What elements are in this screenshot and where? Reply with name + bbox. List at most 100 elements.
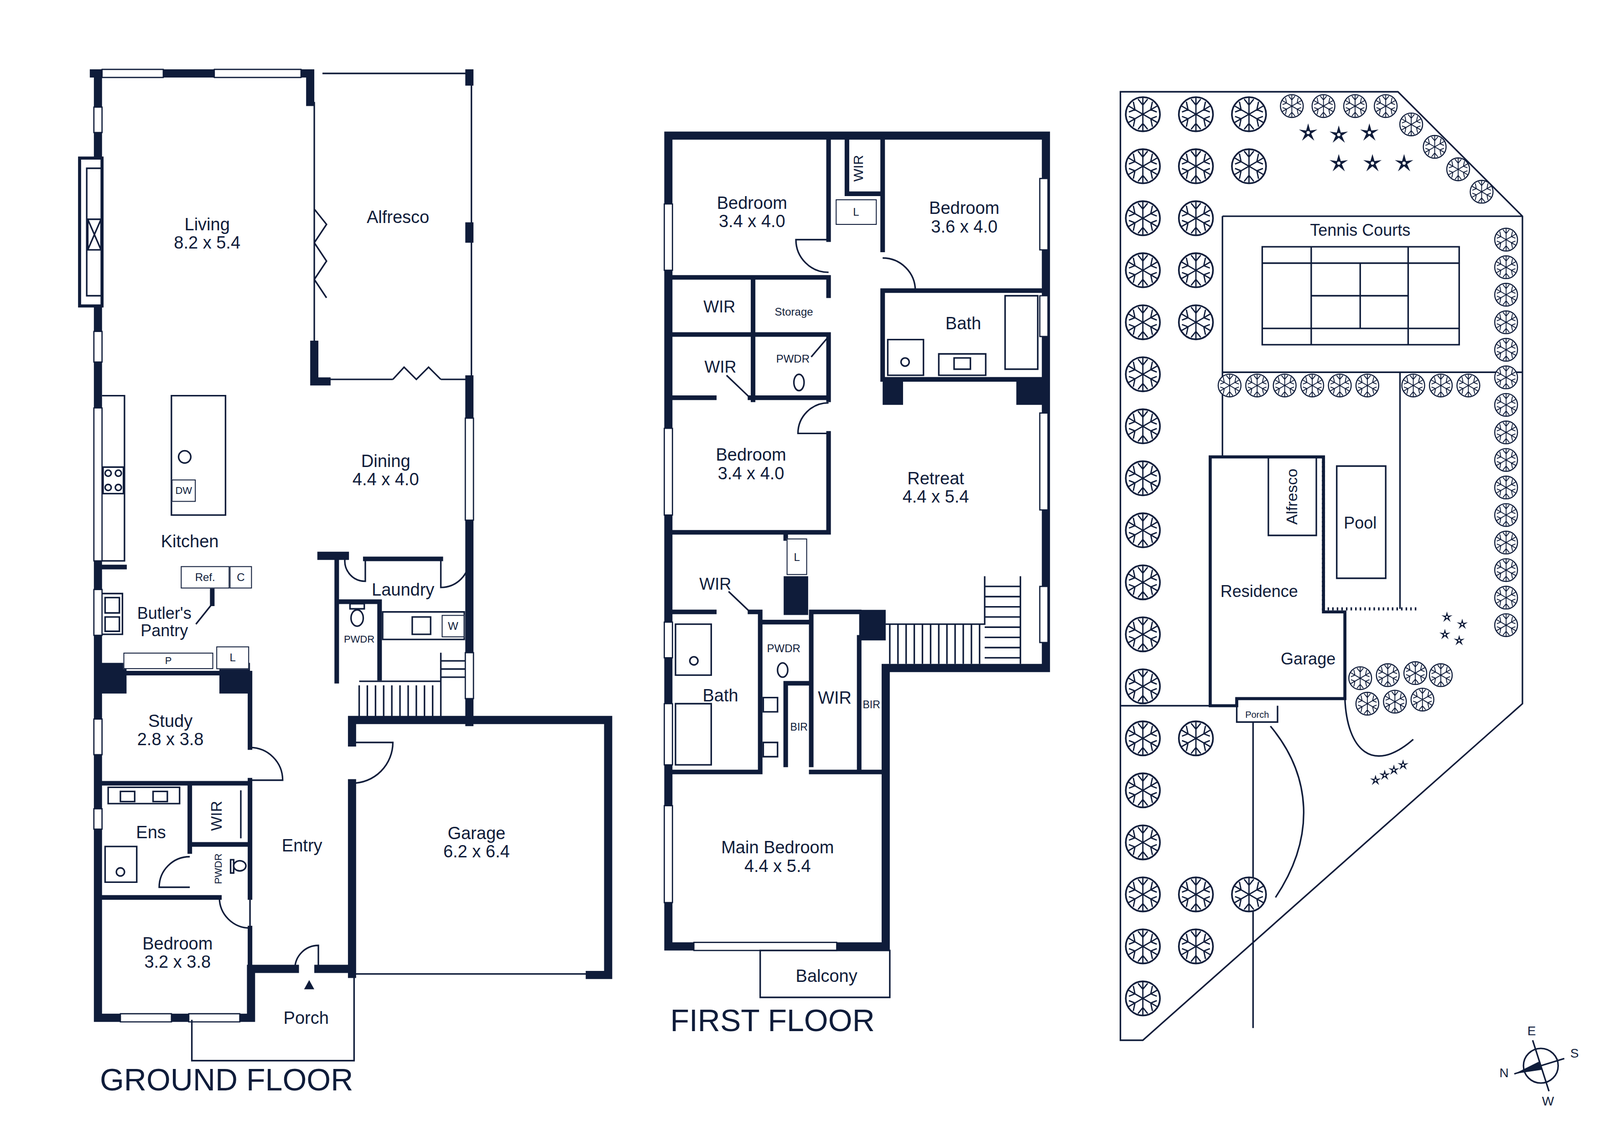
room-label: Bath — [701, 685, 740, 706]
tree-symbol — [1355, 374, 1379, 397]
fixture-box: L — [786, 538, 808, 576]
tree-symbol — [1402, 374, 1425, 397]
tree-symbol — [1494, 558, 1518, 582]
site-plan — [1120, 91, 1564, 1092]
inner-wall — [671, 139, 1041, 772]
room-name: Main Bedroom — [721, 838, 834, 857]
tree-symbol — [1273, 374, 1297, 397]
tree-symbol — [1312, 94, 1336, 118]
room-dimensions: 3.4 x 4.0 — [718, 212, 786, 231]
tree-symbol — [1125, 825, 1160, 860]
room-dimensions: 4.4 x 5.4 — [744, 856, 811, 875]
tree-symbol — [1494, 420, 1518, 444]
flower-symbol — [1379, 769, 1391, 780]
fixture-box: Ref. — [180, 566, 230, 589]
glazing-and-fixtures — [102, 73, 590, 1061]
tree-symbol — [1125, 877, 1160, 912]
tree-symbol — [1125, 513, 1160, 548]
room-name: Butler's Pantry — [122, 604, 206, 640]
compass-letter: W — [1542, 1094, 1554, 1108]
room-name: Bath — [945, 314, 982, 333]
room-name: WIR — [704, 358, 737, 376]
room-name: Bedroom — [142, 934, 213, 953]
room-name: Kitchen — [161, 532, 219, 551]
room-name: WIR — [699, 575, 732, 593]
room-label: Bath — [944, 313, 983, 333]
outer-wall — [668, 135, 1046, 947]
flower-symbol — [1456, 618, 1468, 630]
room-label: WIR — [850, 153, 867, 183]
tree-symbol — [1399, 113, 1423, 136]
room-label: Bedroom3.2 x 3.8 — [140, 933, 214, 972]
tree-symbol — [1494, 476, 1518, 499]
tree-symbol — [1125, 409, 1160, 444]
site-label: Pool — [1342, 514, 1378, 533]
room-dimensions: 2.8 x 3.8 — [137, 730, 204, 749]
cooktop-burner — [104, 484, 111, 491]
room-name: L — [852, 206, 859, 218]
tree-symbol — [1494, 448, 1518, 472]
room-label: Entry — [280, 836, 324, 856]
tree-symbol — [1494, 586, 1518, 609]
room-label: Bedroom3.4 x 4.0 — [714, 445, 788, 484]
compass-letter: E — [1527, 1024, 1537, 1038]
toilet — [351, 609, 364, 627]
room-name: Ref. — [195, 571, 216, 583]
compass-lines — [1514, 1040, 1565, 1092]
room-label: WIR — [702, 358, 738, 377]
room-name: Balcony — [795, 966, 858, 986]
tree-symbol — [1411, 688, 1434, 712]
room-label: Kitchen — [159, 531, 221, 551]
tree-symbol — [1231, 97, 1267, 132]
flower-symbol — [1388, 764, 1400, 775]
room-name: Garage — [1280, 650, 1336, 668]
tree-symbol — [1125, 773, 1160, 808]
room-name: Alfresco — [1283, 468, 1300, 525]
tree-symbol — [1125, 929, 1160, 964]
tree-symbol — [1280, 94, 1304, 118]
stairs — [359, 652, 466, 721]
room-name: PWDR — [212, 853, 224, 885]
tree-symbol — [1494, 503, 1518, 527]
ground-floor-plan — [79, 69, 609, 1061]
door-swing — [159, 558, 470, 969]
room-name: WIR — [207, 800, 225, 832]
tree-symbol — [1429, 663, 1453, 687]
tree-symbol — [1494, 531, 1518, 555]
tree-symbol — [1376, 663, 1400, 687]
flower-symbol — [1298, 123, 1318, 141]
room-name: BIR — [862, 699, 880, 711]
sink — [178, 450, 192, 463]
tree-symbol — [1218, 374, 1242, 397]
room-label: Alfresco — [365, 207, 431, 227]
tree-symbol — [1125, 669, 1160, 704]
tree-symbol — [1179, 721, 1214, 756]
flower-symbol — [1394, 154, 1413, 172]
fireplace-hearth — [86, 168, 103, 297]
tree-symbol — [1348, 666, 1372, 690]
tree-symbol — [1125, 981, 1160, 1016]
cooktop-burner — [115, 470, 122, 477]
tree-symbol — [1231, 149, 1267, 184]
room-dimensions: 3.2 x 3.8 — [144, 952, 211, 972]
tree-symbol — [1374, 94, 1398, 118]
room-name: PWDR — [343, 633, 375, 645]
balcony — [760, 950, 890, 998]
flower-symbol — [1370, 774, 1382, 786]
room-label: WIR — [697, 575, 733, 594]
room-name: Porch — [1245, 710, 1269, 720]
site-label: Tennis Courts — [1308, 221, 1412, 240]
flower-symbol — [1397, 759, 1409, 770]
tree-symbol — [1355, 692, 1379, 716]
room-dimensions: 4.4 x 5.4 — [902, 487, 970, 506]
site-label: Porch — [1243, 709, 1271, 721]
room-name: Garage — [447, 824, 506, 843]
room-name: C — [236, 571, 245, 583]
tree-symbol — [1343, 94, 1367, 118]
flower-symbol — [1363, 154, 1382, 172]
room-name: Pool — [1343, 514, 1377, 532]
room-label: BIR — [789, 721, 810, 733]
tree-symbol — [1125, 565, 1160, 600]
room-name: WIR — [703, 298, 736, 316]
